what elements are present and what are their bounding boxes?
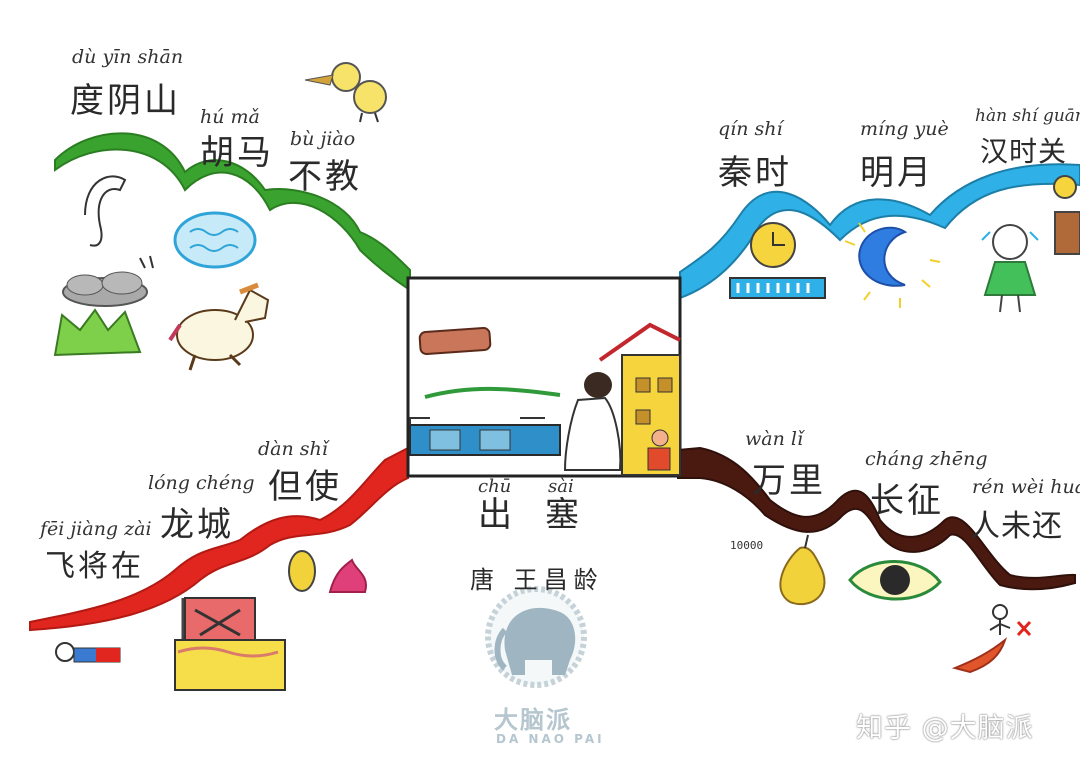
elephant-icon [485,586,587,688]
watermark: 知乎 @大脑派 [856,713,1034,744]
egg-drawing [288,550,316,592]
text-han-shi-guan: 汉时关 [980,135,1068,168]
text-fei-jiang-zai: 飞将在 [45,549,144,584]
title-pinyin-chu: chū [478,476,512,497]
red-branch [29,446,409,632]
cloud-drawing [62,271,148,307]
text-wan-li: 万里 [752,461,826,501]
text-dan-shi: 但使 [268,467,342,507]
walker-drawing [951,604,1032,674]
great-wall-drawing [729,277,826,299]
text-qin-shi: 秦时 [718,153,792,193]
center-picture [406,276,682,478]
flag-drawing [181,597,256,665]
pinyin-han-shi-guan: hàn shí guān [975,106,1080,126]
pinyin-dan-shi: dàn shǐ [258,438,328,460]
girl-drawing [981,224,1039,313]
city-wall-drawing [174,639,286,691]
moon-drawing [844,222,941,308]
text-ren-wei-huan: 人未还 [970,509,1063,544]
poem-author: 唐 王昌龄 [470,566,604,594]
pinyin-chang-zheng: cháng zhēng [865,448,988,470]
pinyin-wan-li: wàn lǐ [745,428,804,450]
title-char-sai: 塞 [545,495,582,535]
title-char-chu: 出 [478,495,515,535]
mountains-drawing [53,308,142,357]
horse-head-drawing [84,175,154,269]
text-du-yin-shan: 度阴山 [70,81,181,121]
text-hu-ma: 胡马 [200,133,274,173]
eye-drawing [848,560,942,601]
text-bu-jiao: 不教 [288,157,362,197]
title-pinyin-sai: sài [548,476,574,497]
pinyin-long-cheng: lóng chéng [148,472,255,494]
lake-drawing [173,211,257,269]
pinyin-fei-jiang-zai: fēi jiàng zài [40,518,152,540]
pinyin-du-yin-shan: dù yīn shān [72,46,184,68]
text-ming-yue: 明月 [860,153,934,193]
logo-name-cn: 大脑派 [494,706,572,734]
pinyin-bu-jiao: bù jiào [290,128,356,150]
pony-drawing [168,282,270,371]
bird-drawing [304,62,387,123]
pinyin-ren-wei-huan: rén wèi huán [972,476,1080,498]
text-chang-zheng: 长征 [870,481,944,521]
brown-branch [677,446,1076,591]
label-ten-thousand: 10000 [730,539,764,552]
blue-branch [679,163,1080,300]
clock-drawing [750,222,796,268]
pinyin-qin-shi: qín shí [718,118,783,140]
logo-name-en: DA NAO PAI [496,732,605,746]
pinyin-ming-yue: míng yuè [860,118,949,140]
small-clock-drawing [1053,175,1080,255]
fallen-general-drawing [55,642,121,663]
text-long-cheng: 龙城 [160,505,234,545]
swirl-drawing [328,558,367,593]
pinyin-hu-ma: hú mǎ [200,106,260,128]
pear-drawing [779,534,826,606]
